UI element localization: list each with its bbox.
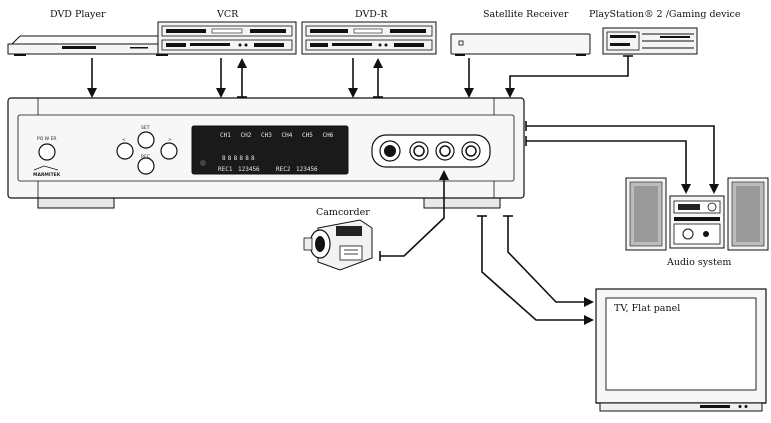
display-channel-label: CH1 <box>220 132 231 139</box>
tv-connections <box>477 215 592 321</box>
right-button[interactable] <box>160 142 178 160</box>
dvd-r-label: DVD-R <box>355 9 388 20</box>
audio-arrowheads <box>681 184 719 194</box>
audio-system <box>625 177 769 251</box>
tv-control-strip-icon <box>700 405 730 408</box>
vcr-label: VCR <box>216 9 239 20</box>
top-connections <box>91 56 629 97</box>
camcorder-connection <box>379 172 445 261</box>
dvd-player-label: DVD Player <box>50 9 106 20</box>
cable-end-bars <box>237 55 633 98</box>
display-channel-label: CH2 <box>241 132 252 139</box>
display-rec1-digits: 123456 <box>238 166 260 173</box>
dvd-player <box>7 35 175 56</box>
display-digits: 888888 <box>222 155 257 162</box>
front-input-panel <box>371 134 491 168</box>
tv-flat-panel <box>595 288 767 412</box>
rca-jack-icon <box>439 145 451 157</box>
satellite-label: Satellite Receiver <box>483 9 569 20</box>
satellite-receiver <box>450 33 591 56</box>
s-video-jack-icon <box>384 145 396 157</box>
power-button[interactable] <box>38 143 56 161</box>
display-rec2: REC2 <box>276 166 291 173</box>
set-button[interactable] <box>137 131 155 149</box>
brand-logo: MARMITEK <box>33 172 61 178</box>
tv-label: TV, Flat panel <box>614 303 680 314</box>
playstation-label: PlayStation® 2 /Gaming device <box>589 9 741 20</box>
brand-swoosh-icon <box>33 165 59 171</box>
display-rec1: REC1 <box>218 166 233 173</box>
top-arrowheads <box>87 58 515 98</box>
rec-label: REC <box>141 154 150 160</box>
rca-jack-icon <box>413 145 425 157</box>
rca-jack-icon <box>465 145 477 157</box>
display-rec2-digits: 123456 <box>296 166 318 173</box>
rec-button[interactable] <box>137 157 155 175</box>
gaming-connector <box>509 56 629 96</box>
power-label: PO W ER <box>37 136 57 142</box>
dvd-r-device <box>301 21 437 55</box>
display-channel-label: CH6 <box>323 132 334 139</box>
left-label: < <box>122 137 126 143</box>
camcorder-arrowhead <box>439 170 449 180</box>
audio-connections <box>526 125 715 192</box>
ir-sensor-icon <box>200 160 206 166</box>
display-channel-label: CH4 <box>282 132 293 139</box>
camcorder-device <box>303 219 373 271</box>
vcr-device <box>157 21 297 55</box>
audio-system-label: Audio system <box>666 257 731 268</box>
gaming-device <box>602 27 698 55</box>
lcd-display: CH1 CH2 CH3 CH4 CH5 CH6 888888 REC1 123456 RE… <box>191 125 349 175</box>
display-channel-label: CH5 <box>302 132 313 139</box>
set-label: SET <box>141 125 150 131</box>
tv-arrowheads <box>584 297 594 325</box>
display-channel-label: CH3 <box>261 132 272 139</box>
camcorder-label: Camcorder <box>316 207 370 218</box>
left-button[interactable] <box>116 142 134 160</box>
right-label: > <box>168 137 172 143</box>
